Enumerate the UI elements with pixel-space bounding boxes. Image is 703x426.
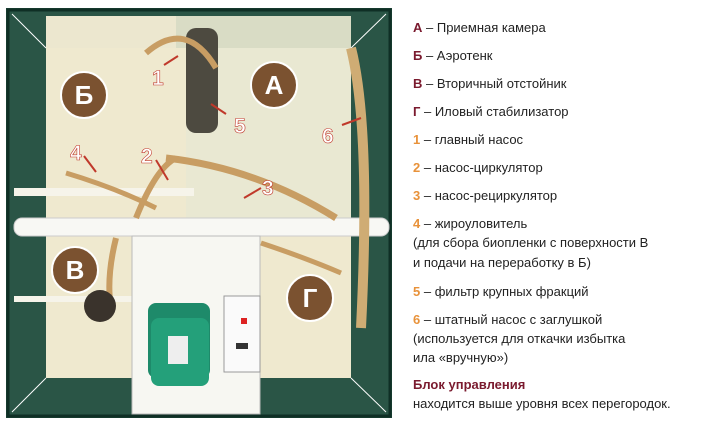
legend-key: В xyxy=(413,76,423,91)
legend-text: – Вторичный отстойник xyxy=(422,76,567,91)
svg-text:Б: Б xyxy=(75,80,94,110)
legend-item-g: Г – Иловый стабилизатор xyxy=(413,104,569,120)
legend-text: – фильтр крупных фракций xyxy=(420,284,589,299)
legend-text: – насос-рециркулятор xyxy=(420,188,558,203)
legend-key: 1 xyxy=(413,132,421,147)
number-label-3: 3 xyxy=(262,177,274,200)
control-unit-text: находится выше уровня всех перегородок. xyxy=(413,396,671,411)
control-unit-title: Блок управления xyxy=(413,377,526,392)
legend-key: 6 xyxy=(413,312,421,327)
legend-item-5: 5 – фильтр крупных фракций xyxy=(413,284,589,300)
zone-badge-v: В xyxy=(51,246,99,294)
septic-tank-photo: А Б В Г 1 2 3 4 5 6 xyxy=(6,8,392,418)
legend-text: – жироуловитель xyxy=(420,216,528,231)
svg-text:Г: Г xyxy=(303,283,318,313)
number-label-4: 4 xyxy=(70,142,82,165)
legend-text: – штатный насос с заглушкой xyxy=(420,312,603,327)
legend-item-4: 4 – жироуловитель xyxy=(413,216,527,232)
legend-item-6-note: ила «вручную») xyxy=(413,350,509,365)
legend-key: 5 xyxy=(413,284,421,299)
legend-item-v: В – Вторичный отстойник xyxy=(413,76,566,92)
legend-text: – Иловый стабилизатор xyxy=(420,104,569,119)
number-label-1: 1 xyxy=(152,67,164,90)
legend-item-2: 2 – насос-циркулятор xyxy=(413,160,543,176)
legend-item-a: А – Приемная камера xyxy=(413,20,546,36)
number-label-2: 2 xyxy=(141,145,153,168)
legend-key: 4 xyxy=(413,216,421,231)
zone-badge-a: А xyxy=(250,61,298,109)
legend-text: – главный насос xyxy=(420,132,524,147)
legend-key: 2 xyxy=(413,160,421,175)
number-label-6: 6 xyxy=(322,125,334,148)
legend-item-1: 1 – главный насос xyxy=(413,132,523,148)
legend-text: – Приемная камера xyxy=(422,20,546,35)
legend-text: – Аэротенк xyxy=(422,48,493,63)
legend-text: – насос-циркулятор xyxy=(420,160,543,175)
legend-item-4-note: (для сбора биопленки с поверхности В xyxy=(413,235,649,250)
pointer-arrows xyxy=(83,55,362,199)
svg-text:А: А xyxy=(265,70,284,100)
legend-item-4-note: и подачи на переработку в Б) xyxy=(413,255,591,270)
zone-badge-g: Г xyxy=(286,274,334,322)
legend-key: А xyxy=(413,20,423,35)
legend-key: Б xyxy=(413,48,423,63)
legend-item-6: 6 – штатный насос с заглушкой xyxy=(413,312,602,328)
legend-item-3: 3 – насос-рециркулятор xyxy=(413,188,557,204)
legend-key: Г xyxy=(413,104,421,119)
legend-item-6-note: (используется для откачки избытка xyxy=(413,331,626,346)
legend-key: 3 xyxy=(413,188,421,203)
number-label-5: 5 xyxy=(234,115,246,138)
zone-badge-b: Б xyxy=(60,71,108,119)
legend-item-b: Б – Аэротенк xyxy=(413,48,492,64)
svg-text:В: В xyxy=(66,255,85,285)
